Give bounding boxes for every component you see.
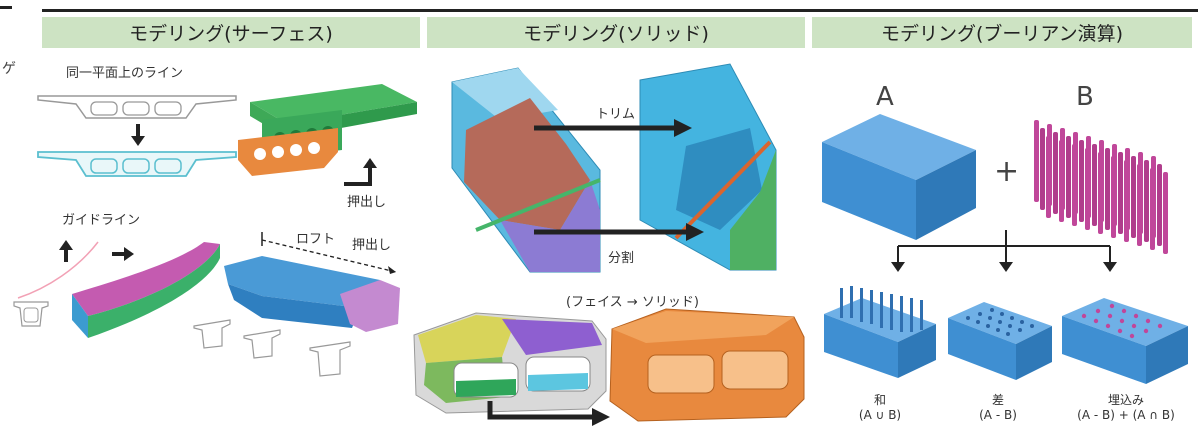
rod [1131, 156, 1136, 238]
header-boolean: モデリング(ブーリアン演算) [812, 17, 1192, 48]
rod [1124, 160, 1129, 242]
difference-result-figure [948, 302, 1052, 380]
embed-caption: 埋込み (A - B) + (A ∩ B) [1060, 393, 1192, 423]
label-trim: トリム [596, 107, 636, 122]
rod [1144, 160, 1149, 242]
rod [1066, 136, 1071, 218]
trim-split-figure [451, 63, 777, 273]
rod [1034, 120, 1039, 202]
rod [1085, 148, 1090, 230]
union-name: 和 [873, 393, 886, 407]
label-extrude: 押出し [347, 195, 387, 210]
rod [1072, 144, 1077, 226]
union-formula: (A ∪ B) [858, 408, 902, 422]
rod [1157, 164, 1162, 246]
label-split: 分割 [608, 251, 635, 266]
loft-extrude-figure [193, 232, 400, 377]
plus-sign: + [994, 154, 1020, 189]
face-to-solid-figure [413, 308, 805, 426]
label-face-to-solid: (フェイス → ソリッド) [566, 295, 699, 310]
operand-b-rods [1034, 120, 1168, 254]
embed-result-figure [1062, 298, 1188, 384]
difference-caption: 差 (A - B) [958, 393, 1038, 423]
rod [1040, 128, 1045, 210]
union-caption: 和 (A ∪ B) [840, 393, 920, 423]
corner-mark [0, 6, 12, 9]
rod [1046, 136, 1051, 218]
rod [1150, 168, 1155, 250]
label-loft: ロフト [296, 232, 336, 247]
rod [1079, 140, 1084, 222]
difference-formula: (A - B) [979, 408, 1017, 422]
header-surface: モデリング(サーフェス) [42, 17, 420, 48]
rod [1137, 164, 1142, 246]
rod [1092, 144, 1097, 226]
rod [1098, 152, 1103, 234]
rod [1053, 132, 1058, 214]
rod [1118, 152, 1123, 234]
side-glyph: ゲ [2, 61, 16, 77]
union-result-figure [824, 286, 936, 378]
rod [1111, 156, 1116, 238]
embed-formula: (A - B) + (A ∩ B) [1077, 408, 1175, 422]
embed-name: 埋込み [1107, 393, 1144, 407]
girder-outline-figure [37, 95, 237, 177]
top-rule [42, 9, 1198, 12]
guide-line-sweep-figure [13, 240, 220, 338]
label-guide-line: ガイドライン [62, 213, 141, 228]
header-solid: モデリング(ソリッド) [427, 17, 805, 48]
rod [1059, 140, 1064, 222]
rod [1105, 148, 1110, 230]
rod [1163, 172, 1168, 254]
label-extrude-2: 押出し [352, 238, 392, 253]
difference-name: 差 [991, 393, 1004, 407]
label-plane-lines: 同一平面上のライン [66, 66, 184, 81]
label-b: B [1076, 82, 1094, 112]
label-a: A [876, 82, 894, 112]
union-pillars [840, 286, 923, 332]
extruded-slab-figure [238, 84, 417, 186]
boolean-operands-figure [822, 114, 1168, 272]
